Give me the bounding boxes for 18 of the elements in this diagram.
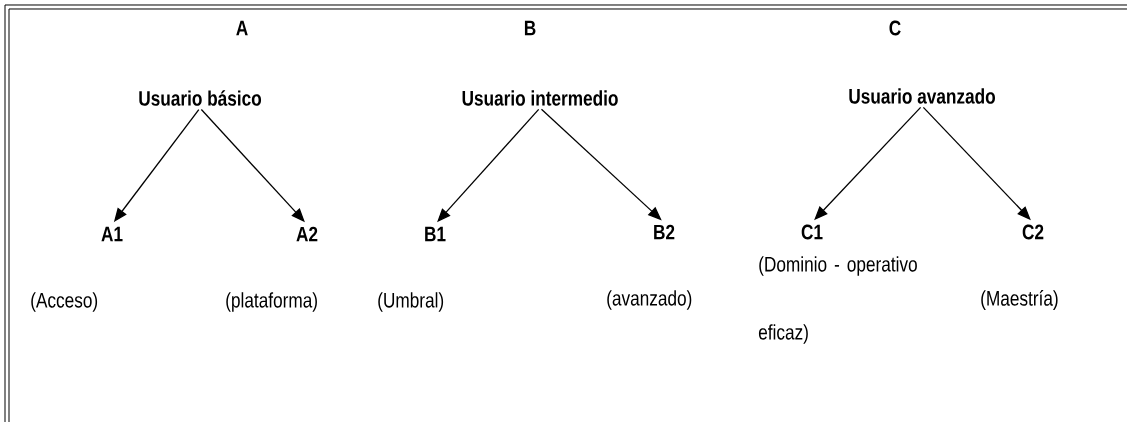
level-heading: Usuario básico: [139, 90, 262, 106]
level-caption: (plataforma): [226, 292, 317, 312]
group-letter: A: [236, 20, 248, 36]
level-caption: (Umbral): [378, 292, 444, 312]
level-code: C1: [801, 224, 823, 240]
level-caption: (Maestría): [981, 290, 1058, 310]
level-code: B1: [425, 226, 446, 242]
group-letter: C: [889, 20, 901, 36]
level-heading: Usuario intermedio: [462, 90, 618, 106]
level-code: B2: [654, 224, 675, 240]
group-letter: B: [524, 20, 536, 36]
level-code: C2: [1022, 224, 1044, 240]
level-caption: (avanzado): [607, 290, 692, 310]
level-code: A2: [296, 226, 318, 242]
level-caption: (Dominio - operativo eficaz): [758, 256, 917, 344]
level-heading: Usuario avanzado: [849, 88, 995, 104]
level-code: A1: [101, 226, 123, 242]
level-caption: (Acceso): [31, 292, 98, 312]
